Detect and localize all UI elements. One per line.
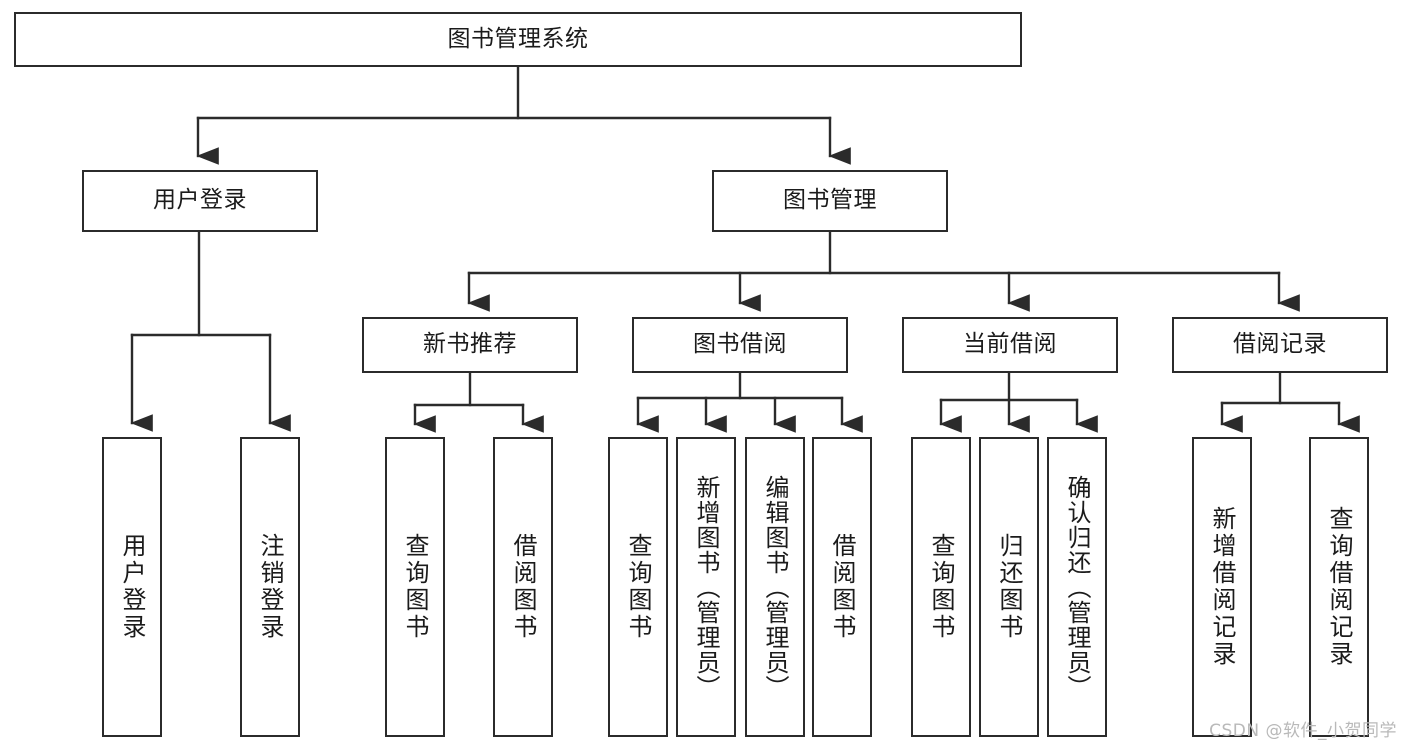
- node-leaf-user-login-logout-label: 注销登录: [256, 533, 284, 641]
- node-leaf-new-book-query-label: 查询图书: [401, 533, 429, 641]
- node-leaf-book-borrow-borrow[interactable]: 借阅图书: [812, 437, 872, 737]
- edge-group-current-borrow: [939, 371, 1098, 433]
- node-current-borrow-label: 当前借阅: [963, 331, 1057, 358]
- node-book-borrow-label: 图书借阅: [693, 331, 787, 358]
- node-user-login[interactable]: 用户登录: [82, 170, 318, 232]
- node-leaf-current-borrow-confirm-label: 确认归还（管理员）: [1063, 474, 1091, 700]
- node-root-book-management-system[interactable]: 图书管理系统: [14, 12, 1022, 67]
- node-leaf-borrow-record-add[interactable]: 新增借阅记录: [1192, 437, 1252, 737]
- edge-group-root: [196, 65, 851, 165]
- node-current-borrow[interactable]: 当前借阅: [902, 317, 1118, 373]
- node-new-book-recommend[interactable]: 新书推荐: [362, 317, 578, 373]
- node-borrow-record[interactable]: 借阅记录: [1172, 317, 1388, 373]
- node-leaf-user-login-login-label: 用户登录: [118, 533, 146, 641]
- node-leaf-user-login-logout[interactable]: 注销登录: [240, 437, 300, 737]
- node-leaf-current-borrow-return[interactable]: 归还图书: [979, 437, 1039, 737]
- node-leaf-current-borrow-query-label: 查询图书: [927, 533, 955, 641]
- node-leaf-book-borrow-add-label: 新增图书（管理员）: [692, 474, 720, 700]
- edge-group-user-login: [130, 230, 291, 432]
- node-leaf-book-borrow-edit[interactable]: 编辑图书（管理员）: [745, 437, 805, 737]
- node-leaf-book-borrow-add[interactable]: 新增图书（管理员）: [676, 437, 736, 737]
- node-leaf-book-borrow-edit-label: 编辑图书（管理员）: [761, 474, 789, 700]
- node-user-login-label: 用户登录: [153, 187, 247, 214]
- csdn-watermark: CSDN @软件_小贺同学: [1209, 721, 1397, 741]
- node-leaf-borrow-record-add-label: 新增借阅记录: [1208, 506, 1236, 668]
- node-new-book-recommend-label: 新书推荐: [423, 331, 517, 358]
- node-leaf-new-book-borrow[interactable]: 借阅图书: [493, 437, 553, 737]
- node-leaf-user-login-login[interactable]: 用户登录: [102, 437, 162, 737]
- edge-group-new-book-recommend: [413, 371, 544, 433]
- node-leaf-current-borrow-return-label: 归还图书: [995, 533, 1023, 641]
- node-leaf-current-borrow-confirm[interactable]: 确认归还（管理员）: [1047, 437, 1107, 737]
- node-borrow-record-label: 借阅记录: [1233, 331, 1327, 358]
- node-leaf-borrow-record-query-label: 查询借阅记录: [1325, 506, 1353, 668]
- node-leaf-borrow-record-query[interactable]: 查询借阅记录: [1309, 437, 1369, 737]
- edge-group-book-manage: [467, 230, 1300, 312]
- node-leaf-book-borrow-query-label: 查询图书: [624, 533, 652, 641]
- node-leaf-book-borrow-borrow-label: 借阅图书: [828, 533, 856, 641]
- node-leaf-current-borrow-query[interactable]: 查询图书: [911, 437, 971, 737]
- node-book-management-label: 图书管理: [783, 187, 877, 214]
- edge-group-book-borrow: [636, 371, 863, 433]
- node-root-label: 图书管理系统: [447, 25, 589, 52]
- edge-group-borrow-record: [1220, 371, 1360, 433]
- node-leaf-new-book-query[interactable]: 查询图书: [385, 437, 445, 737]
- node-leaf-book-borrow-query[interactable]: 查询图书: [608, 437, 668, 737]
- node-book-management[interactable]: 图书管理: [712, 170, 948, 232]
- node-leaf-new-book-borrow-label: 借阅图书: [509, 533, 537, 641]
- node-book-borrow[interactable]: 图书借阅: [632, 317, 848, 373]
